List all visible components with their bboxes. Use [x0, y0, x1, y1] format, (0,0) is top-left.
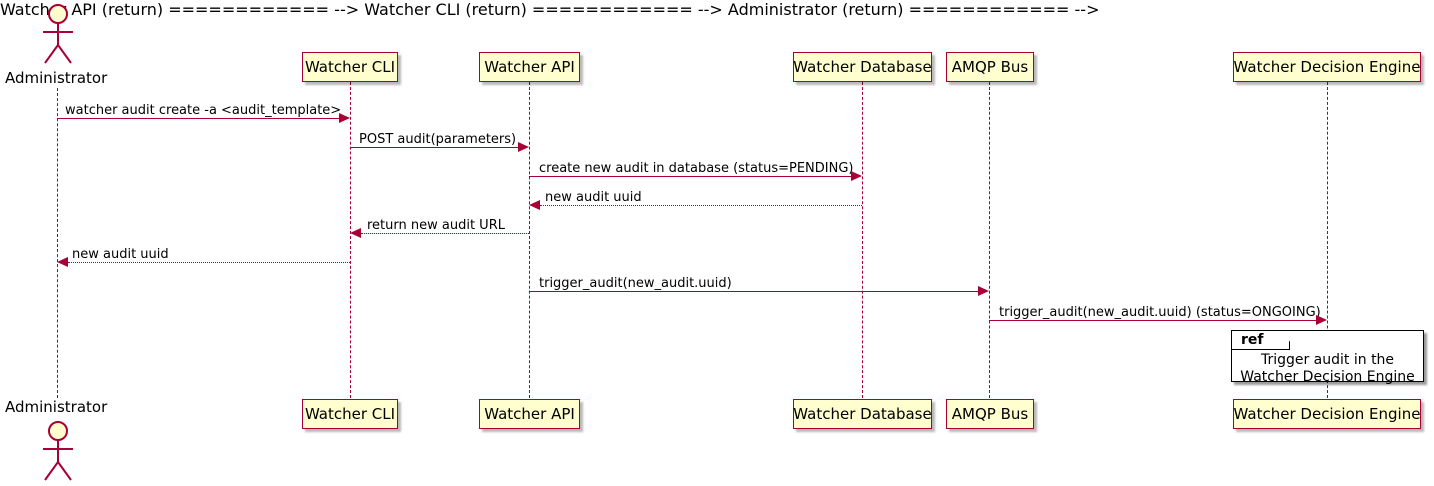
message-line-1: [57, 118, 340, 119]
participant-watcher-database-top[interactable]: Watcher Database: [793, 52, 932, 82]
participant-label: Watcher API: [484, 58, 575, 76]
message-line-5: [361, 233, 529, 234]
ref-fragment-keyword: ref: [1241, 332, 1264, 348]
message-label-7: trigger_audit(new_audit.uuid): [539, 276, 732, 291]
message-arrowhead-6: [57, 257, 68, 267]
participant-watcher-api-bottom[interactable]: Watcher API: [479, 399, 580, 429]
participant-label: Watcher CLI: [304, 405, 396, 423]
lifeline-administrator: [57, 88, 58, 398]
message-arrowhead-5: [350, 228, 361, 238]
message-arrowhead-8: [1316, 315, 1327, 325]
participant-amqp-bus-bottom[interactable]: AMQP Bus: [946, 399, 1034, 429]
lifeline-watcher-database: [862, 82, 863, 398]
actor-label-top: Administrator: [5, 69, 108, 87]
actor-administrator-top: [43, 4, 73, 64]
participant-label: Watcher Decision Engine: [1233, 58, 1421, 76]
lifeline-watcher-api: [529, 82, 530, 398]
participant-label: Watcher Database: [793, 405, 932, 423]
ref-fragment-line2: Watcher Decision Engine: [1240, 369, 1415, 385]
actor-administrator-bottom: [43, 421, 73, 481]
participant-label: Watcher Database: [793, 58, 932, 76]
participant-watcher-cli-top[interactable]: Watcher CLI: [302, 52, 398, 82]
actor-label-bottom: Administrator: [5, 398, 108, 416]
message-line-2: [350, 147, 519, 148]
participant-watcher-cli-bottom[interactable]: Watcher CLI: [302, 399, 398, 429]
lifeline-amqp-bus: [989, 82, 990, 398]
ref-fragment-line1: Trigger audit in the: [1260, 352, 1395, 368]
message-arrowhead-7: [978, 286, 989, 296]
message-arrowhead-4: [529, 200, 540, 210]
participant-label: Watcher API: [484, 405, 575, 423]
participant-label: AMQP Bus: [951, 58, 1029, 76]
message-label-4: new audit uuid: [545, 190, 642, 205]
participant-watcher-decision-engine-top[interactable]: Watcher Decision Engine: [1233, 52, 1421, 82]
ref-fragment[interactable]: ref Trigger audit in the Watcher Decisio…: [1231, 330, 1424, 385]
participant-watcher-decision-engine-bottom[interactable]: Watcher Decision Engine: [1233, 399, 1421, 429]
message-label-3: create new audit in database (status=PEN…: [539, 161, 854, 176]
participant-watcher-api-top[interactable]: Watcher API: [479, 52, 580, 82]
participant-label: Watcher CLI: [304, 58, 396, 76]
participant-watcher-database-bottom[interactable]: Watcher Database: [793, 399, 932, 429]
message-arrowhead-2: [518, 142, 529, 152]
message-label-5: return new audit URL: [367, 218, 505, 233]
message-line-8: [989, 320, 1317, 321]
lifeline-watcher-cli: [350, 82, 351, 398]
ref-fragment-tab: ref: [1232, 331, 1290, 350]
message-label-8: trigger_audit(new_audit.uuid) (status=ON…: [999, 305, 1321, 320]
message-arrowhead-1: [339, 113, 350, 123]
participant-label: AMQP Bus: [951, 405, 1029, 423]
message-label-6: new audit uuid: [72, 247, 169, 262]
message-label-1: watcher audit create -a <audit_template>: [65, 103, 342, 118]
message-line-6: [68, 262, 350, 263]
message-label-2: POST audit(parameters): [359, 132, 517, 147]
message-line-7: [529, 291, 979, 292]
participant-amqp-bus-top[interactable]: AMQP Bus: [946, 52, 1034, 82]
message-line-4: [540, 205, 862, 206]
message-line-3: [529, 176, 852, 177]
participant-label: Watcher Decision Engine: [1233, 405, 1421, 423]
lifeline-watcher-decision-engine: [1327, 82, 1328, 398]
message-arrowhead-3: [851, 171, 862, 181]
